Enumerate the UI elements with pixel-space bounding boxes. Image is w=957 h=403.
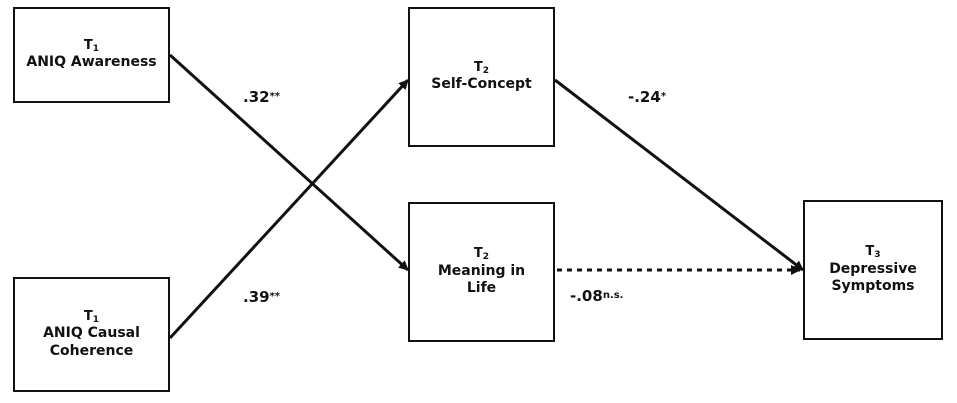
coef-meaning-depressive: -.08n.s. (570, 287, 624, 305)
arrow-causal-to-selfconcept (168, 78, 410, 340)
node-aniq-causal-coherence: T1 ANIQ Causal Coherence (13, 277, 170, 392)
node-label: ANIQ Awareness (26, 54, 157, 71)
node-label-line-2: Symptoms (831, 278, 915, 295)
node-label-line-1: ANIQ Causal (43, 325, 140, 342)
time-point-label: T1 (83, 308, 100, 325)
node-depressive-symptoms: T3 Depressive Symptoms (803, 200, 943, 340)
coef-awareness-meaning: .32** (243, 88, 281, 106)
time-point-label: T2 (473, 60, 490, 77)
node-aniq-awareness: T1 ANIQ Awareness (13, 7, 170, 103)
arrow-selfconcept-to-depressive (554, 78, 804, 272)
time-point-label: T3 (865, 244, 881, 261)
node-label-line-2: Life (466, 280, 497, 297)
node-label-line-2: Coherence (49, 342, 134, 359)
node-label-line-1: Depressive (829, 260, 917, 277)
arrow-awareness-to-meaning (168, 53, 410, 272)
coef-causal-selfconcept: .39** (243, 288, 281, 306)
node-label: Self-Concept (431, 76, 532, 93)
time-point-label: T2 (473, 246, 490, 263)
node-label-line-1: Meaning in (437, 262, 526, 279)
node-self-concept: T2 Self-Concept (408, 7, 555, 147)
coef-selfconcept-depressive: -.24* (628, 88, 667, 106)
time-point-label: T1 (83, 38, 100, 55)
node-meaning-in-life: T2 Meaning in Life (408, 202, 555, 342)
